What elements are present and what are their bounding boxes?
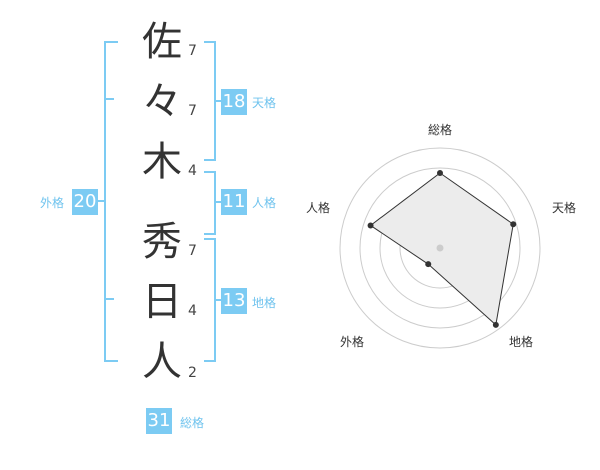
radar-point-2: [510, 221, 517, 228]
chikaku-label: 地格: [252, 296, 277, 310]
radar-axis-label-jinkaku: 人格: [306, 200, 330, 215]
radar-point-1: [437, 170, 443, 176]
gaikaku-bracket-tick-1: [106, 98, 114, 100]
jinkaku-bracket-mid: [214, 201, 222, 203]
gaikaku-bracket-mid: [98, 200, 106, 202]
stroke-count-2: 7: [188, 103, 197, 119]
soukaku-label: 総格: [180, 416, 205, 430]
gaikaku-value-badge: 20: [72, 189, 98, 215]
radar-grid-ring: [339, 147, 541, 349]
stroke-count-5: 4: [188, 303, 197, 319]
radar-axis-label-tenkaku: 天格: [552, 200, 576, 215]
name-char-2: 々: [142, 79, 182, 125]
name-char-3: 木: [142, 139, 182, 185]
radar-axis-label-gaikaku: 外格: [340, 334, 364, 349]
stroke-count-3: 4: [188, 163, 197, 179]
tenkaku-label: 天格: [252, 96, 277, 110]
jinkaku-label: 人格: [252, 196, 277, 210]
stroke-count-4: 7: [188, 243, 197, 259]
tenkaku-value-badge: 18: [221, 89, 247, 115]
radar-data-points: [367, 170, 517, 328]
radar-point-3: [492, 321, 499, 328]
radar-center-dot: [436, 244, 444, 252]
radar-point-5: [367, 222, 374, 229]
name-char-6: 人: [142, 339, 182, 385]
radar-chart: 総格 天格 地格 外格 人格: [306, 122, 576, 349]
radar-axis-label-chikaku: 地格: [509, 334, 533, 349]
tenkaku-bracket-mid: [214, 100, 222, 102]
name-char-1: 佐: [142, 19, 182, 65]
chikaku-bracket-mid: [214, 299, 222, 301]
stroke-count-1: 7: [188, 43, 197, 59]
radar-point-4: [425, 261, 432, 268]
name-char-4: 秀: [142, 219, 182, 265]
gaikaku-bracket: [104, 41, 118, 362]
soukaku-value-badge: 31: [146, 408, 172, 434]
radar-axis-label-soukaku: 総格: [428, 122, 452, 137]
jinkaku-value-badge: 11: [221, 189, 247, 215]
gaikaku-label: 外格: [40, 196, 65, 210]
gaikaku-bracket-tick-2: [106, 298, 114, 300]
jinkaku-bracket: [204, 171, 216, 235]
stroke-count-6: 2: [188, 365, 197, 381]
chikaku-value-badge: 13: [221, 288, 247, 314]
name-char-5: 日: [142, 279, 182, 325]
radar-grid-ring: [359, 167, 521, 329]
